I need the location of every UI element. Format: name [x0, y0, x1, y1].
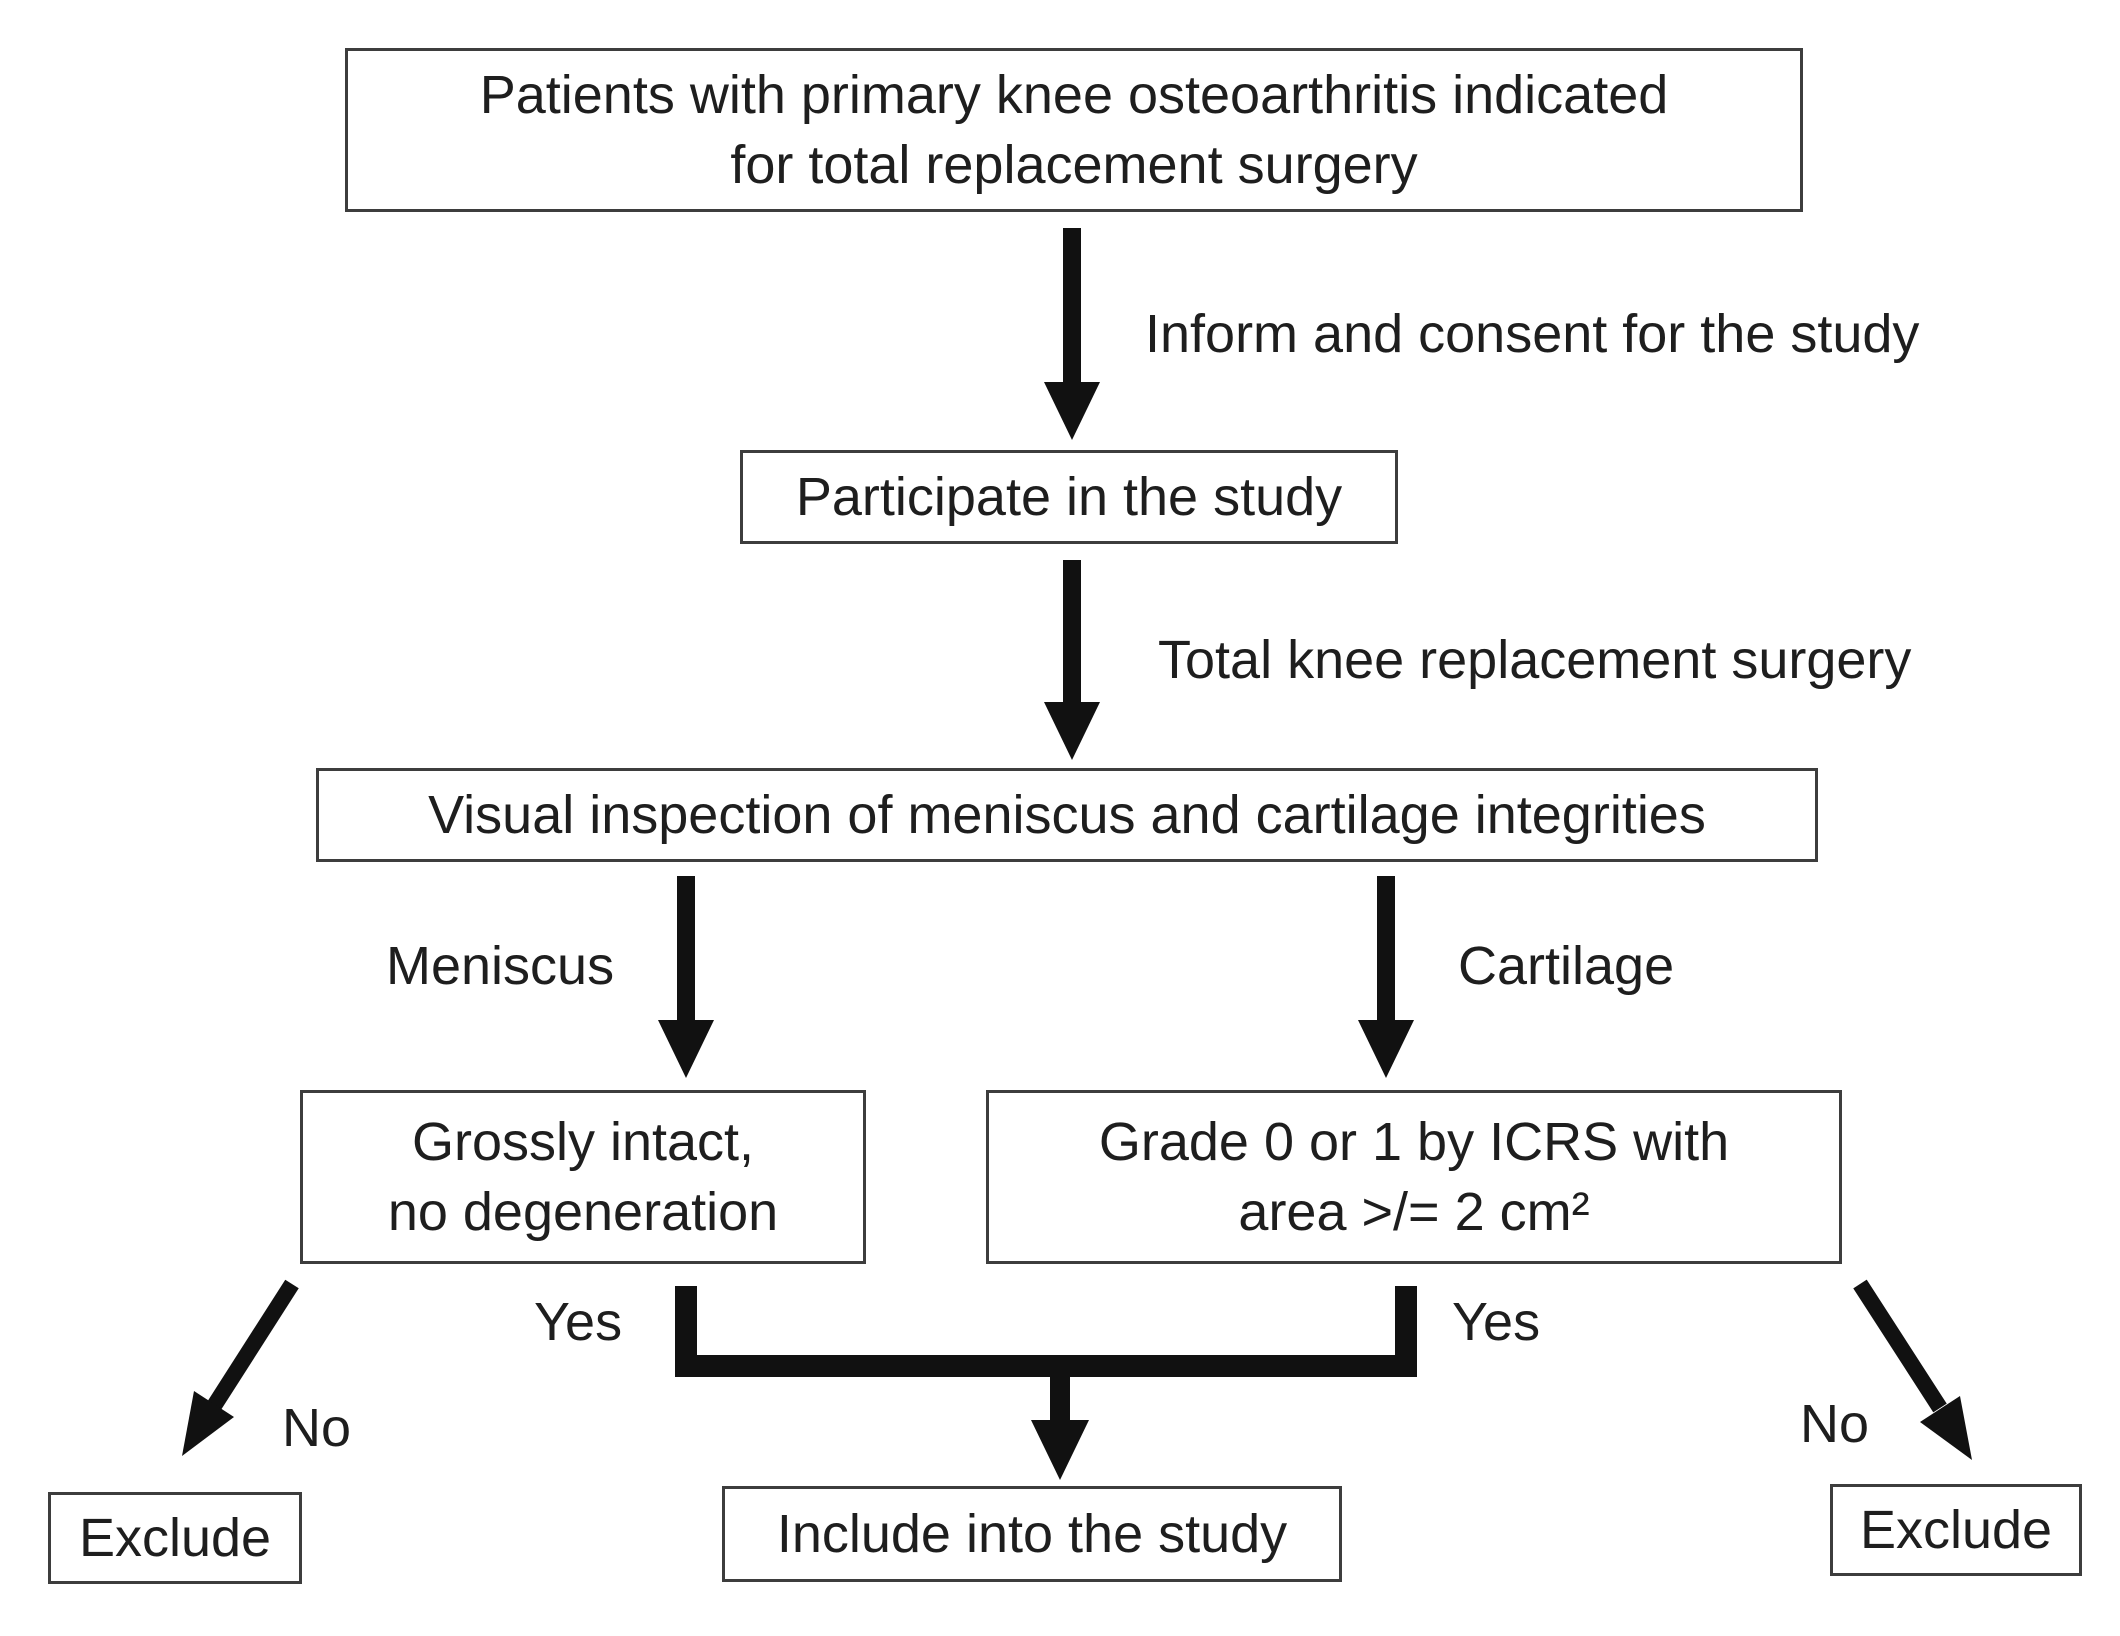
- node-include: Include into the study: [722, 1486, 1342, 1582]
- node-cartilage-check-label: Grade 0 or 1 by ICRS with area >/= 2 cm²: [1098, 1111, 1730, 1242]
- arrow-include: [1031, 1366, 1089, 1480]
- edge-label-surgery: Total knee replacement surgery: [1158, 630, 1912, 690]
- edge-label-yes-right: Yes: [1452, 1292, 1541, 1352]
- arrow-surgery: [1044, 560, 1100, 760]
- node-inspection-label: Visual inspection of meniscus and cartil…: [428, 784, 1706, 845]
- edge-label-no-right: No: [1800, 1394, 1870, 1454]
- node-patients-label: Patients with primary knee osteoarthriti…: [479, 64, 1669, 195]
- arrow-meniscus-branch: [658, 876, 714, 1078]
- node-exclude-right-label: Exclude: [1859, 1499, 2053, 1560]
- arrow-exclude-left: [182, 1279, 299, 1456]
- node-meniscus-check: Grossly intact, no degeneration: [300, 1090, 866, 1264]
- node-include-label: Include into the study: [776, 1503, 1288, 1564]
- edge-label-cartilage: Cartilage: [1458, 936, 1675, 996]
- arrow-cartilage-branch: [1358, 876, 1414, 1078]
- edge-label-meniscus: Meniscus: [386, 936, 615, 996]
- merge-connector: [675, 1286, 1417, 1377]
- node-inspection: Visual inspection of meniscus and cartil…: [316, 768, 1818, 862]
- arrow-consent: [1044, 228, 1100, 440]
- node-participate: Participate in the study: [740, 450, 1398, 544]
- edge-label-yes-left: Yes: [534, 1292, 623, 1352]
- node-cartilage-check: Grade 0 or 1 by ICRS with area >/= 2 cm²: [986, 1090, 1842, 1264]
- node-meniscus-check-label: Grossly intact, no degeneration: [387, 1111, 779, 1242]
- edge-label-no-left: No: [282, 1398, 352, 1458]
- node-exclude-left: Exclude: [48, 1492, 302, 1584]
- node-exclude-left-label: Exclude: [78, 1507, 272, 1568]
- node-exclude-right: Exclude: [1830, 1484, 2082, 1576]
- node-participate-label: Participate in the study: [795, 466, 1343, 527]
- arrow-exclude-right: [1853, 1279, 1972, 1460]
- edge-label-consent: Inform and consent for the study: [1145, 304, 1920, 364]
- node-patients: Patients with primary knee osteoarthriti…: [345, 48, 1803, 212]
